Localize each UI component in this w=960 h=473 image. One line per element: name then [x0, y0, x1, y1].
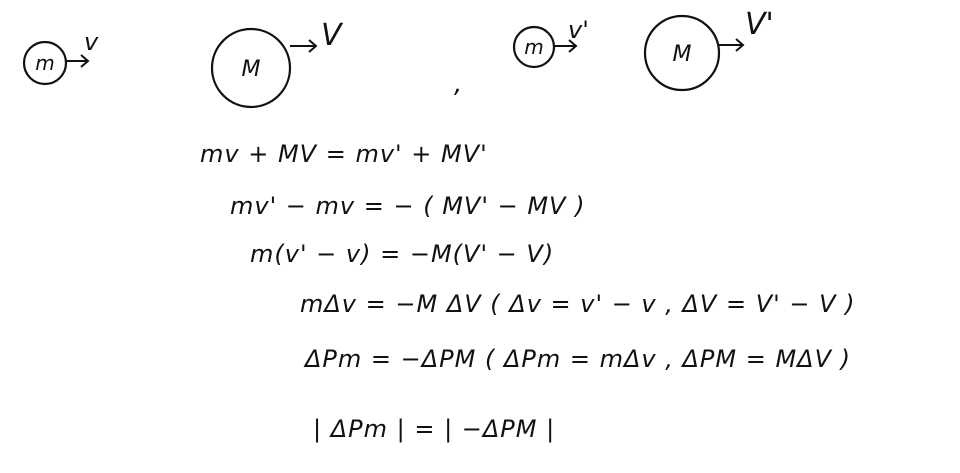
before-big-ball-label: M — [242, 57, 261, 82]
equation-momentum-magnitude: | ΔPm | = | −ΔPM | — [313, 415, 556, 443]
after-big-ball-label: M — [673, 42, 692, 67]
after-big-arrow — [719, 38, 745, 52]
before-small-ball-label: m — [35, 51, 54, 75]
before-small-velocity: v — [84, 28, 99, 56]
equation-factored: m(v' − v) = −M(V' − V) — [250, 240, 555, 268]
after-small-arrow — [554, 39, 578, 53]
equation-momentum-conservation: mv + MV = mv' + MV' — [200, 140, 488, 168]
equation-rearranged: mv' − mv = − ( MV' − MV ) — [230, 192, 586, 220]
before-small-ball: m — [22, 40, 68, 86]
collision-diagram: m v M V , m v' M — [22, 7, 774, 109]
after-small-ball-label: m — [524, 35, 543, 59]
after-small-velocity: v' — [568, 16, 589, 44]
before-small-arrow — [66, 54, 90, 68]
after-small-ball: m — [512, 25, 556, 69]
equation-delta-velocity: mΔv = −M ΔV ( Δv = v' − v , ΔV = V' − V … — [300, 290, 856, 318]
after-big-velocity: V' — [745, 7, 774, 42]
equation-delta-momentum: ΔPm = −ΔPM ( ΔPm = mΔv , ΔPM = MΔV ) — [305, 345, 851, 373]
separator-comma: , — [454, 69, 462, 99]
before-big-velocity: V — [321, 18, 344, 53]
before-big-ball: M — [210, 27, 292, 109]
before-big-arrow — [290, 39, 318, 53]
after-big-ball: M — [643, 14, 721, 92]
